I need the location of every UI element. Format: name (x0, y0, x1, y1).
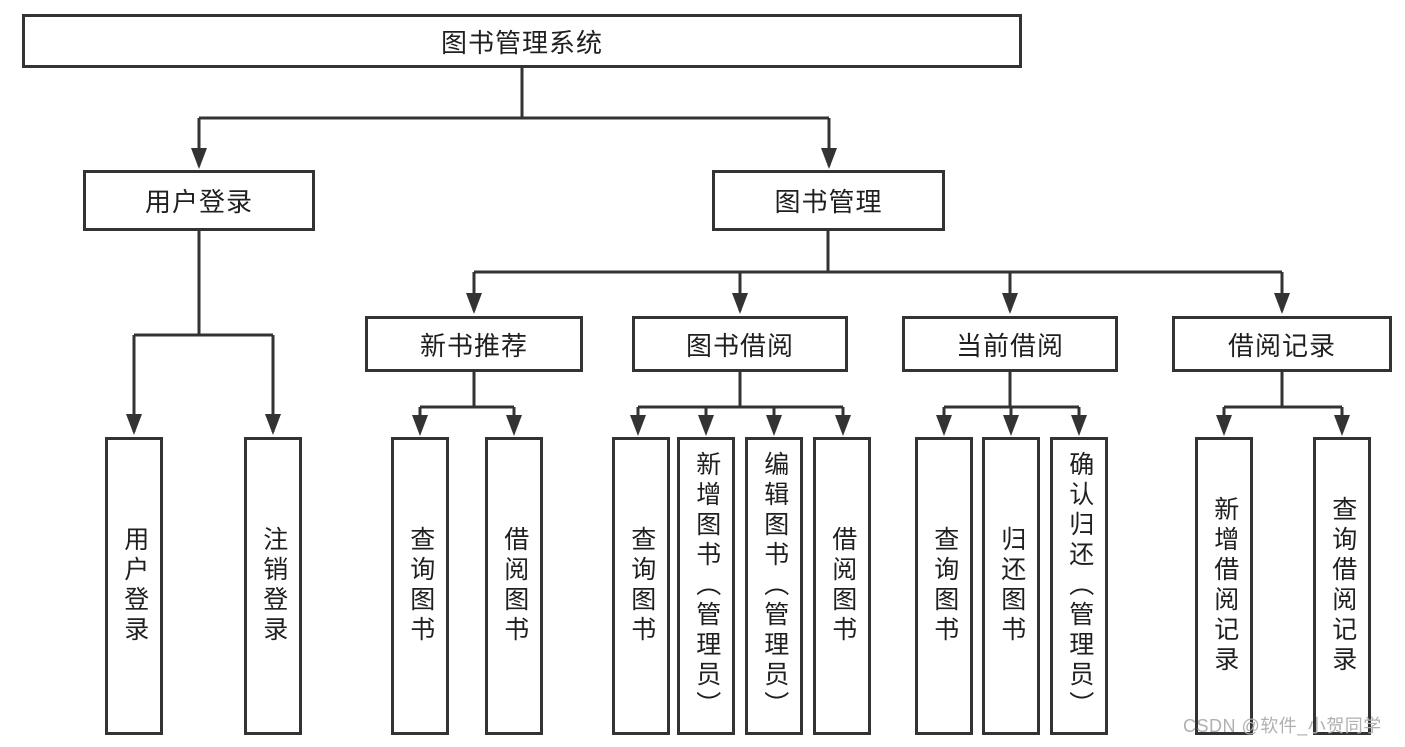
leaf-borrow-books-borrow: 借阅图书 (813, 437, 871, 735)
node-library-management-system: 图书管理系统 (22, 14, 1022, 68)
leaf-label: 编辑图书（管理员） (760, 451, 789, 721)
node-borrowing-records: 借阅记录 (1172, 316, 1392, 372)
node-label: 借阅记录 (1227, 330, 1336, 361)
leaf-query-books-borrow: 查询图书 (612, 437, 670, 735)
node-new-book-recommendation: 新书推荐 (365, 316, 583, 372)
leaf-label: 用户登录 (120, 526, 149, 646)
node-label: 用户登录 (144, 187, 253, 217)
node-current-borrowing: 当前借阅 (902, 316, 1118, 372)
leaf-query-books-recommend: 查询图书 (391, 437, 449, 735)
leaf-label: 注销登录 (259, 526, 288, 646)
leaf-edit-books-admin: 编辑图书（管理员） (745, 437, 803, 735)
leaf-return-books: 归还图书 (982, 437, 1040, 735)
leaf-label: 借阅图书 (828, 526, 857, 646)
leaf-user-login: 用户登录 (105, 437, 163, 735)
node-label: 图书借阅 (685, 330, 794, 361)
leaf-label: 查询图书 (406, 526, 435, 646)
leaf-query-books-current: 查询图书 (915, 437, 973, 735)
leaf-add-borrow-record: 新增借阅记录 (1195, 437, 1253, 735)
leaf-borrow-books-recommend: 借阅图书 (485, 437, 543, 735)
leaf-logout-login: 注销登录 (244, 437, 302, 735)
leaf-label: 归还图书 (997, 526, 1026, 646)
node-label: 当前借阅 (955, 330, 1064, 361)
node-label: 图书管理系统 (440, 27, 603, 58)
leaf-query-borrow-record: 查询借阅记录 (1313, 437, 1371, 735)
node-book-borrowing: 图书借阅 (632, 316, 848, 372)
leaf-label: 查询借阅记录 (1328, 496, 1357, 676)
connector-lines (132, 68, 1344, 432)
csdn-watermark: CSDN @软件_小贺同学 (1183, 716, 1382, 736)
leaf-label: 新增图书（管理员） (692, 451, 721, 721)
leaf-label: 查询图书 (627, 526, 656, 646)
leaf-add-books-admin: 新增图书（管理员） (677, 437, 735, 735)
leaf-label: 借阅图书 (500, 526, 529, 646)
node-book-management: 图书管理 (712, 170, 945, 231)
leaf-label: 新增借阅记录 (1210, 496, 1239, 676)
node-label: 新书推荐 (419, 330, 528, 361)
leaf-label: 查询图书 (930, 526, 959, 646)
leaf-label: 确认归还（管理员） (1065, 451, 1094, 721)
leaf-confirm-return-admin: 确认归还（管理员） (1050, 437, 1108, 735)
node-user-login: 用户登录 (83, 170, 315, 231)
node-label: 图书管理 (774, 187, 883, 217)
